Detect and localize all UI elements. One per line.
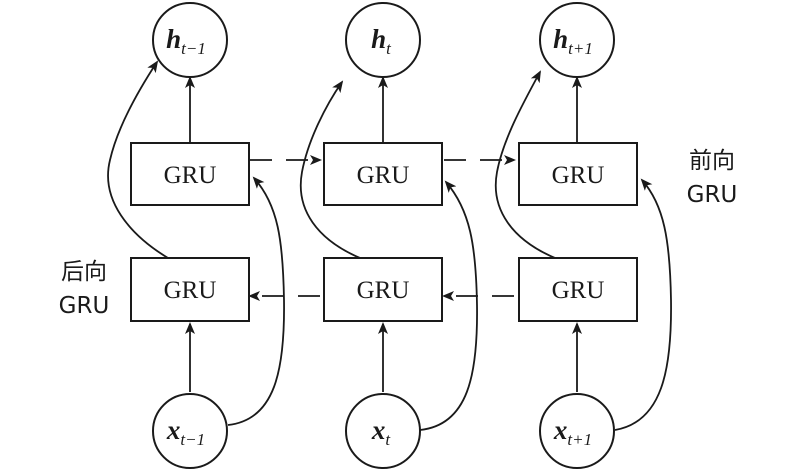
svg-text:xt: xt [371, 415, 392, 449]
forward-label-line1: 前向 [689, 148, 735, 174]
svg-text:ht+1: ht+1 [553, 24, 593, 58]
backward-gru-box-0: GRU [130, 257, 250, 322]
forward-gru-label-0: GRU [164, 162, 217, 189]
backward-gru-label-1: GRU [357, 277, 410, 304]
h2-base: h [553, 24, 568, 54]
x2-base: x [553, 415, 568, 445]
output-node-h-t-minus-1: ht−1 [152, 2, 228, 78]
input-node-x-t: xt [345, 393, 421, 469]
output-nodes: ht−1 ht ht+1 [152, 2, 615, 78]
backward-gru-box-1: GRU [323, 257, 443, 322]
forward-label-line2: GRU [687, 182, 738, 208]
backward-side-label: 后向 GRU [59, 259, 110, 319]
input-node-x-t-plus-1: xt+1 [539, 393, 615, 469]
output-node-h-t-plus-1: ht+1 [539, 2, 615, 78]
h0-subscript: t−1 [181, 39, 206, 58]
svg-text:xt−1: xt−1 [166, 415, 205, 449]
edge-backward-gru1-to-h1 [299, 80, 361, 259]
forward-gru-label-2: GRU [552, 162, 605, 189]
input-node-x-t-minus-1: xt−1 [152, 393, 228, 469]
x1-subscript: t [385, 430, 391, 449]
h1-subscript: t [386, 39, 392, 58]
forward-gru-row: GRU GRU GRU [130, 142, 638, 206]
output-node-h-t: ht [345, 2, 421, 78]
input-nodes: xt−1 xt xt+1 [152, 393, 615, 469]
h2-subscript: t+1 [568, 39, 593, 58]
backward-gru-label-2: GRU [552, 277, 605, 304]
x0-subscript: t−1 [180, 430, 205, 449]
h0-base: h [166, 24, 181, 54]
edge-backward-gru2-to-h2 [494, 70, 556, 259]
edge-x2-to-forward-gru2 [614, 178, 672, 431]
forward-side-label: 前向 GRU [687, 148, 738, 208]
x0-base: x [166, 415, 181, 445]
forward-gru-box-1: GRU [323, 142, 443, 206]
svg-text:ht: ht [371, 24, 392, 58]
backward-label-line1: 后向 [61, 259, 107, 285]
edge-x0-to-forward-gru0 [227, 176, 285, 426]
h1-base: h [371, 24, 386, 54]
backward-gru-label-0: GRU [164, 277, 217, 304]
svg-text:xt+1: xt+1 [553, 415, 592, 449]
x2-subscript: t+1 [567, 430, 592, 449]
edges [107, 60, 672, 431]
backward-gru-row: GRU GRU GRU [130, 257, 638, 322]
svg-text:ht−1: ht−1 [166, 24, 206, 58]
forward-gru-box-2: GRU [518, 142, 638, 206]
forward-gru-box-0: GRU [130, 142, 250, 206]
backward-gru-box-2: GRU [518, 257, 638, 322]
backward-label-line2: GRU [59, 293, 110, 319]
forward-gru-label-1: GRU [357, 162, 410, 189]
x1-base: x [371, 415, 386, 445]
edge-backward-gru0-to-h0 [107, 60, 169, 259]
edge-x1-to-forward-gru1 [419, 180, 478, 431]
